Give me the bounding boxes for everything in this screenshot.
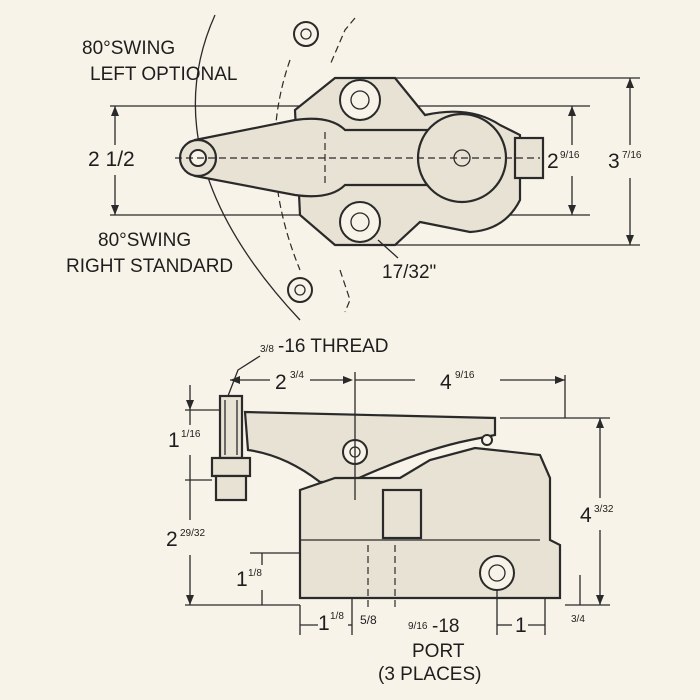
thread-frac: 3/8	[260, 344, 274, 355]
dim-right-height-frac: 3/32	[594, 504, 614, 515]
stud	[218, 394, 244, 460]
dim-offset: 17/32"	[382, 262, 436, 283]
swing-left-line1: 80°SWING	[82, 38, 175, 59]
port-size-rest: -18	[432, 616, 459, 637]
dim-small-whole: 2	[547, 150, 559, 173]
thread-label: -16 THREAD	[278, 336, 389, 357]
dim-top-left-whole: 2	[275, 371, 287, 394]
dim-height-frac: 7/16	[622, 150, 642, 161]
side-view: 3/8 -16 THREAD 2 3/4 4 9/16	[166, 336, 614, 685]
ghost-bolt-top	[293, 21, 319, 47]
mount-hole-top	[339, 79, 381, 121]
dim-bottom-c: 1	[515, 614, 527, 637]
dim-stud-whole: 1	[168, 429, 180, 452]
dim-low-whole: 1	[236, 568, 248, 591]
swing-arm-right-ghost	[339, 269, 351, 313]
swing-arm-left-ghost	[329, 17, 356, 66]
dim-bottom-a-whole: 1	[318, 612, 330, 635]
dim-top-right-frac: 9/16	[455, 370, 475, 381]
ghost-bolt-bottom	[287, 277, 313, 303]
swing-left-line2: LEFT OPTIONAL	[90, 64, 237, 85]
port-label-line2: (3 PLACES)	[378, 664, 481, 685]
center-block	[381, 488, 423, 540]
swing-right-line1: 80°SWING	[98, 230, 191, 251]
top-view: 2 1/2 2 9/16 3 7/16 17/32" 80°SWING LEFT…	[66, 14, 642, 321]
stud-nut	[210, 456, 252, 478]
dim-small-frac: 9/16	[560, 150, 580, 161]
dim-low-frac: 1/8	[248, 568, 262, 579]
dim-left-height-frac: 29/32	[180, 528, 205, 539]
port-label-line1: PORT	[412, 641, 465, 662]
dim-right-height-whole: 4	[580, 504, 592, 527]
mount-hole-bottom	[339, 201, 381, 243]
dim-top-left-frac: 3/4	[290, 370, 304, 381]
dim-bottom-d: 3/4	[571, 614, 585, 625]
swing-right-line2: RIGHT STANDARD	[66, 256, 233, 277]
thread-leader	[227, 355, 261, 397]
arm-profile	[243, 410, 497, 484]
dim-stud-frac: 1/16	[181, 429, 201, 440]
dim-height-whole: 3	[608, 150, 620, 173]
stud-nut-lower	[214, 474, 248, 502]
dim-top-right-whole: 4	[440, 371, 452, 394]
dim-left-height-whole: 2	[166, 528, 178, 551]
dim-bottom-a-frac: 1/8	[330, 611, 344, 622]
port-hole	[479, 555, 515, 591]
dim-width: 2 1/2	[88, 148, 135, 171]
dim-bottom-b: 5/8	[360, 613, 377, 627]
port-size-frac: 9/16	[408, 621, 428, 632]
